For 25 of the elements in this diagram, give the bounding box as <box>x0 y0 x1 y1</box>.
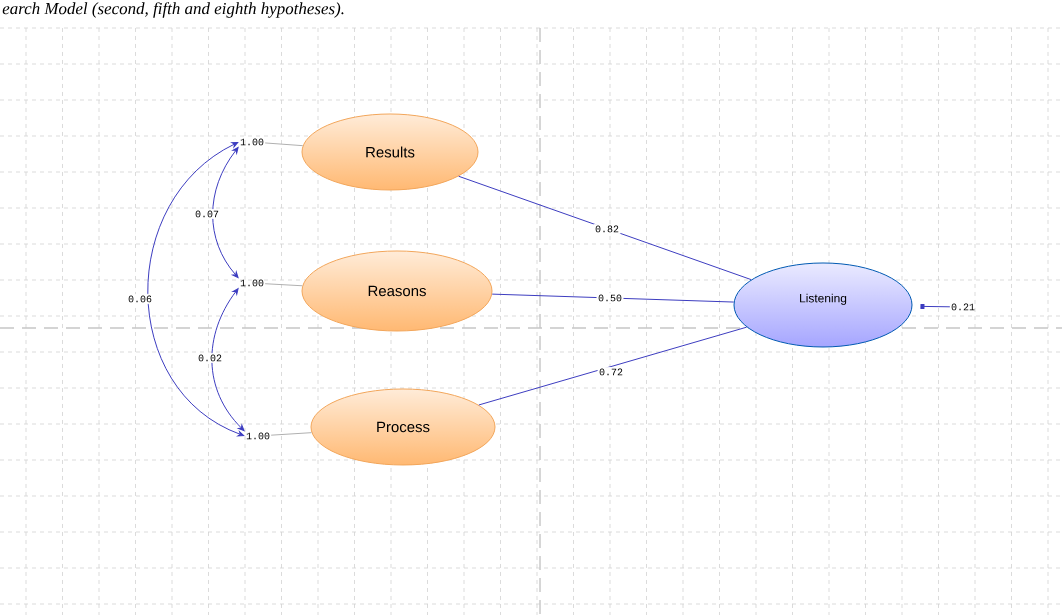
edge-label: 0.07 <box>193 209 221 219</box>
ellipse-node: Listening <box>733 262 913 348</box>
connector-line <box>458 175 752 281</box>
connector-line <box>491 293 735 303</box>
ellipse-node: Process <box>310 388 496 466</box>
connector-line <box>264 142 304 147</box>
connector-line <box>264 283 303 287</box>
edge-label: 0.50 <box>596 293 624 303</box>
connector-line <box>920 303 951 309</box>
caption-text: earch Model (second, fifth and eighth hypotheses). <box>2 2 344 18</box>
edge-label: 0.06 <box>126 294 154 304</box>
edge-label: 0.72 <box>597 367 625 377</box>
connector-curve <box>212 147 239 278</box>
ellipse-node: Results <box>301 113 479 191</box>
value-label: 1.00 <box>240 279 264 287</box>
connector-line <box>478 326 748 406</box>
connector-curve <box>211 288 245 432</box>
edge-label: 0.02 <box>196 353 224 363</box>
connector-line <box>270 432 312 436</box>
edge-label: 0.82 <box>593 224 621 234</box>
value-label: 0.21 <box>951 303 975 311</box>
value-label: 1.00 <box>240 138 264 146</box>
connector-curve <box>147 142 245 437</box>
value-label: 1.00 <box>246 432 270 440</box>
ellipse-node: Reasons <box>301 250 493 332</box>
